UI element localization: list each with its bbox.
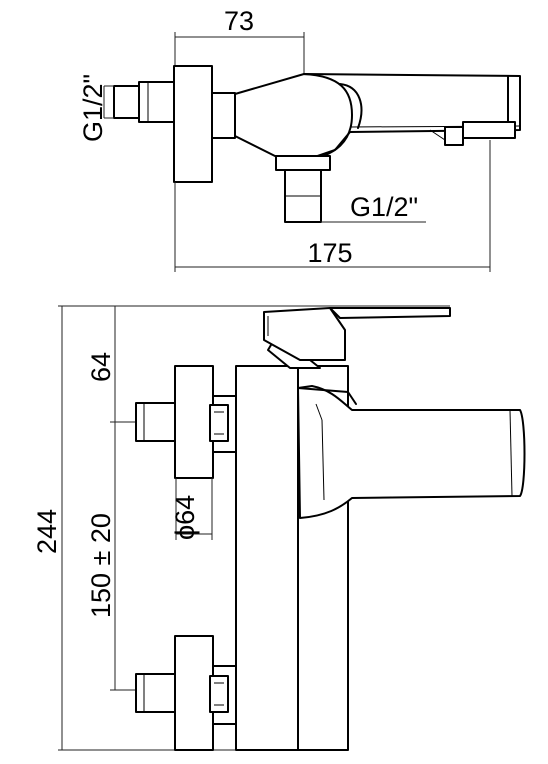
- dimension-diameter: ϕ64: [170, 478, 213, 540]
- side-view: 244 64 150 ± 20 ϕ64: [32, 305, 526, 751]
- dimension-64-label: 64: [86, 352, 116, 382]
- wall-flange: [173, 65, 213, 183]
- top-view: 73 G1/2": [78, 6, 521, 272]
- dimension-175: 175: [174, 140, 491, 272]
- outlet-connector: G1/2": [275, 155, 426, 223]
- flange-collar: [211, 92, 236, 139]
- inlet-connector: G1/2": [78, 74, 176, 142]
- dimension-150-label: 150 ± 20: [86, 513, 116, 618]
- dimension-150: 150 ± 20: [86, 422, 138, 691]
- dimension-175-label: 175: [307, 238, 352, 268]
- lever-handle: [263, 307, 451, 369]
- dimension-diameter-label: ϕ64: [170, 495, 200, 540]
- dimension-64: 64: [86, 306, 138, 423]
- dimension-73-label: 73: [224, 6, 254, 36]
- outlet-thread-label: G1/2": [350, 192, 418, 222]
- inlet-thread-label: G1/2": [78, 74, 108, 142]
- dimension-244-label: 244: [32, 509, 62, 554]
- spout: [297, 385, 526, 519]
- upper-connection: [135, 365, 238, 479]
- mixer-body-top: [234, 73, 521, 163]
- lower-connection: [135, 635, 238, 751]
- dimension-244: 244: [32, 305, 450, 751]
- dimension-73: 73: [174, 6, 305, 74]
